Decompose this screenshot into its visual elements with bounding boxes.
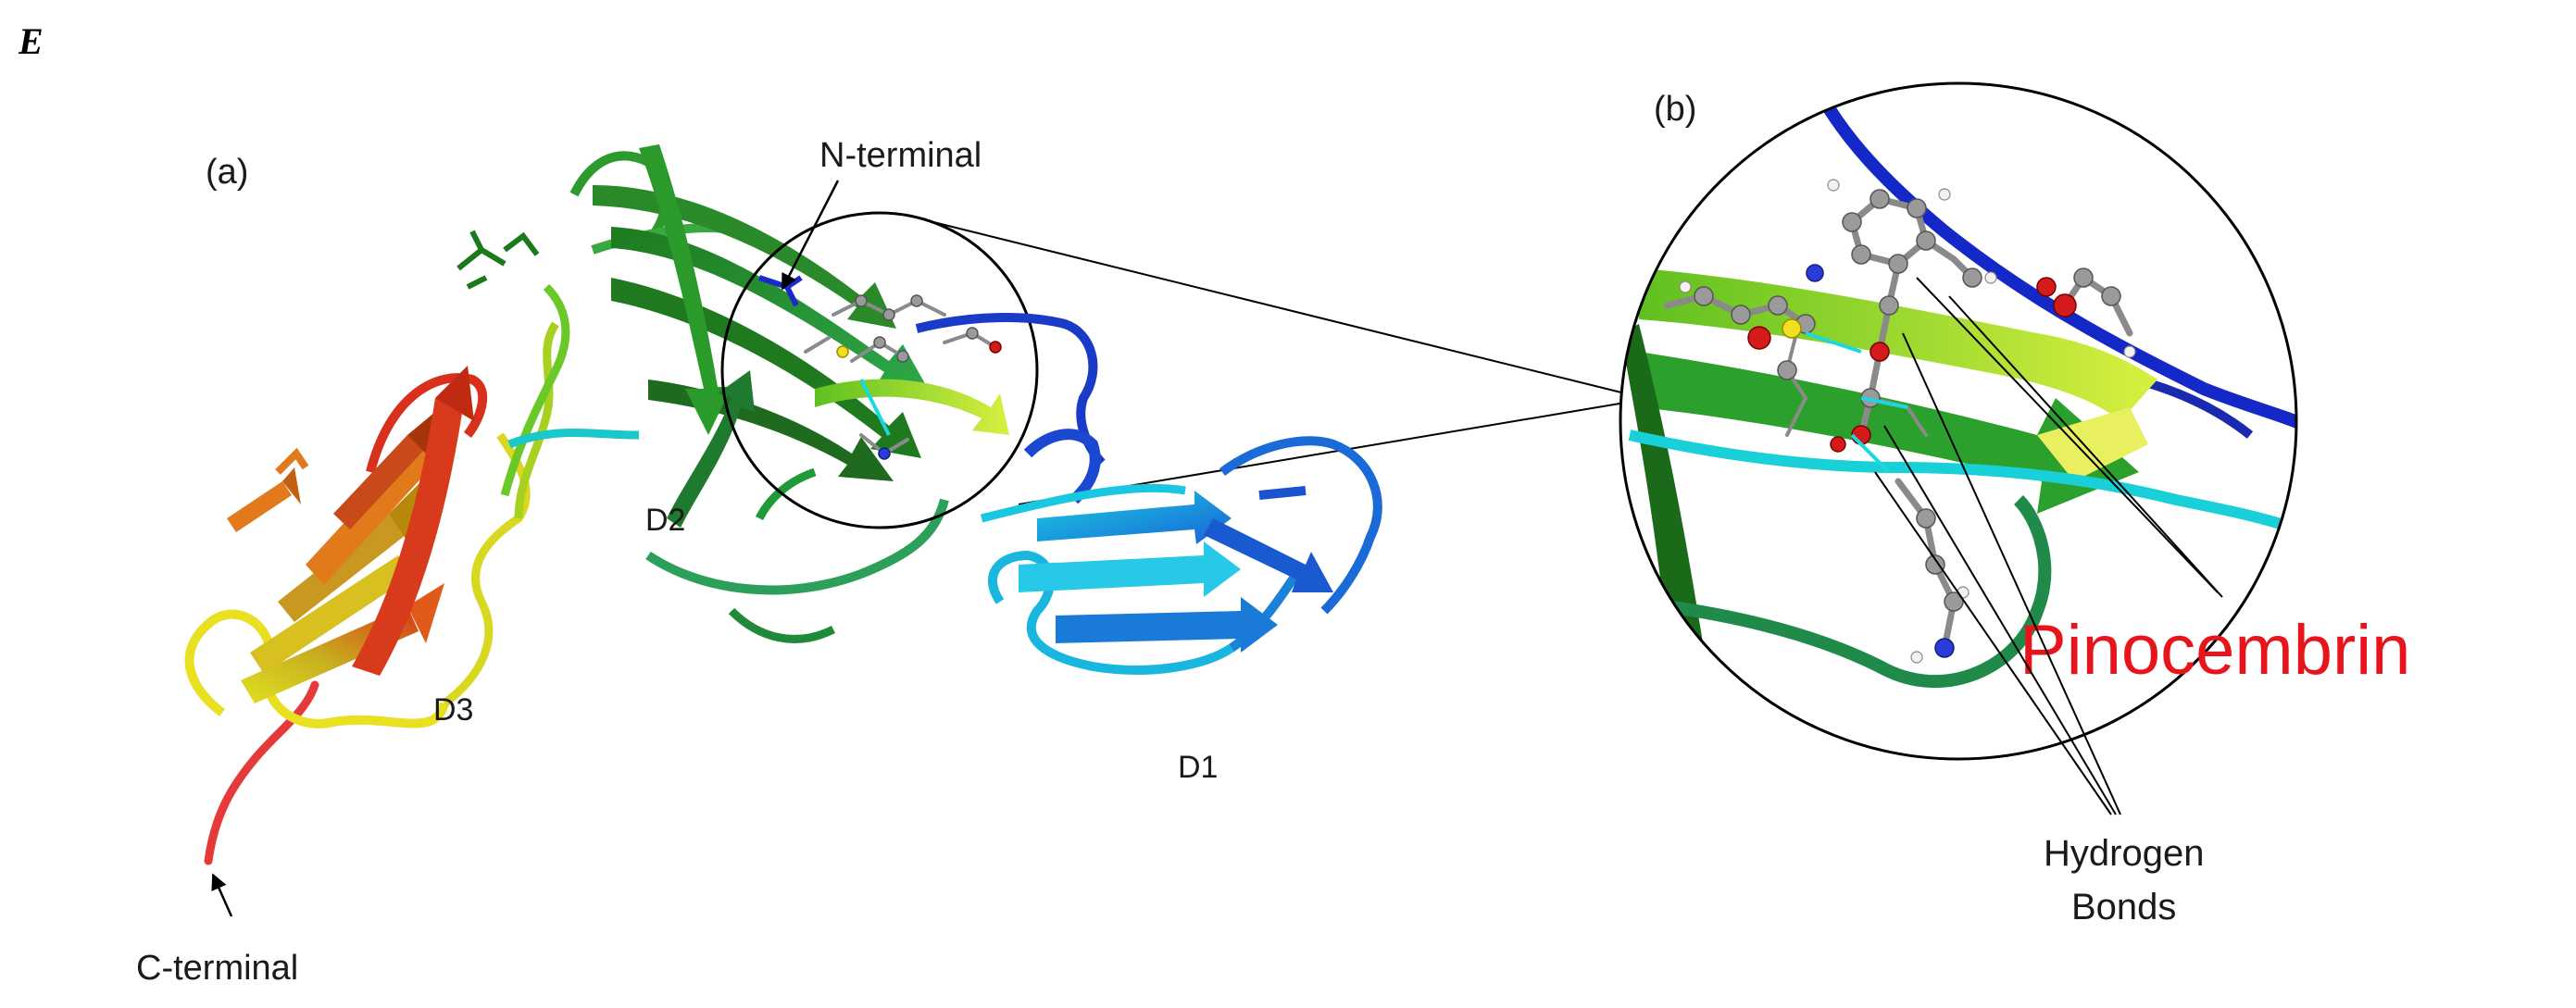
zoom-line-top xyxy=(925,219,1626,394)
hbond-label-line2: Bonds xyxy=(2071,887,2176,927)
pinocembrin-pointer-2 xyxy=(1948,295,2223,598)
pinocembrin-molecule xyxy=(1663,179,2136,664)
hbond-pointer-1 xyxy=(1902,332,2121,815)
zoomed-pocket xyxy=(1620,83,2296,759)
pinocembrin-label: Pinocembrin xyxy=(2020,611,2410,690)
hbond-pointer-2 xyxy=(1883,425,2117,815)
domain-d1-ribbon xyxy=(980,429,1382,675)
hbond-pointer-3 xyxy=(1874,471,2112,815)
label-d2: D2 xyxy=(645,503,685,538)
panel-letter: E xyxy=(18,20,44,62)
hbond-label-line1: Hydrogen xyxy=(2044,833,2204,874)
c-terminal-label: C-terminal xyxy=(136,949,298,988)
domain-d3-ribbon xyxy=(184,321,559,865)
pinocembrin-pointer-1 xyxy=(1916,277,2219,593)
n-terminal-arrow xyxy=(781,180,840,291)
panel-a-label: (a) xyxy=(206,153,248,192)
panel-b-label: (b) xyxy=(1654,90,1696,129)
label-d3: D3 xyxy=(433,692,473,728)
panel-a: (a) D3 xyxy=(136,136,1626,988)
zoom-circle xyxy=(1619,81,2298,761)
panel-b: (b) xyxy=(1619,81,2410,927)
binding-site-circle xyxy=(720,211,1039,529)
c-terminal-arrow xyxy=(211,873,233,917)
label-d1: D1 xyxy=(1178,750,1218,785)
n-terminal-label: N-terminal xyxy=(819,136,982,175)
